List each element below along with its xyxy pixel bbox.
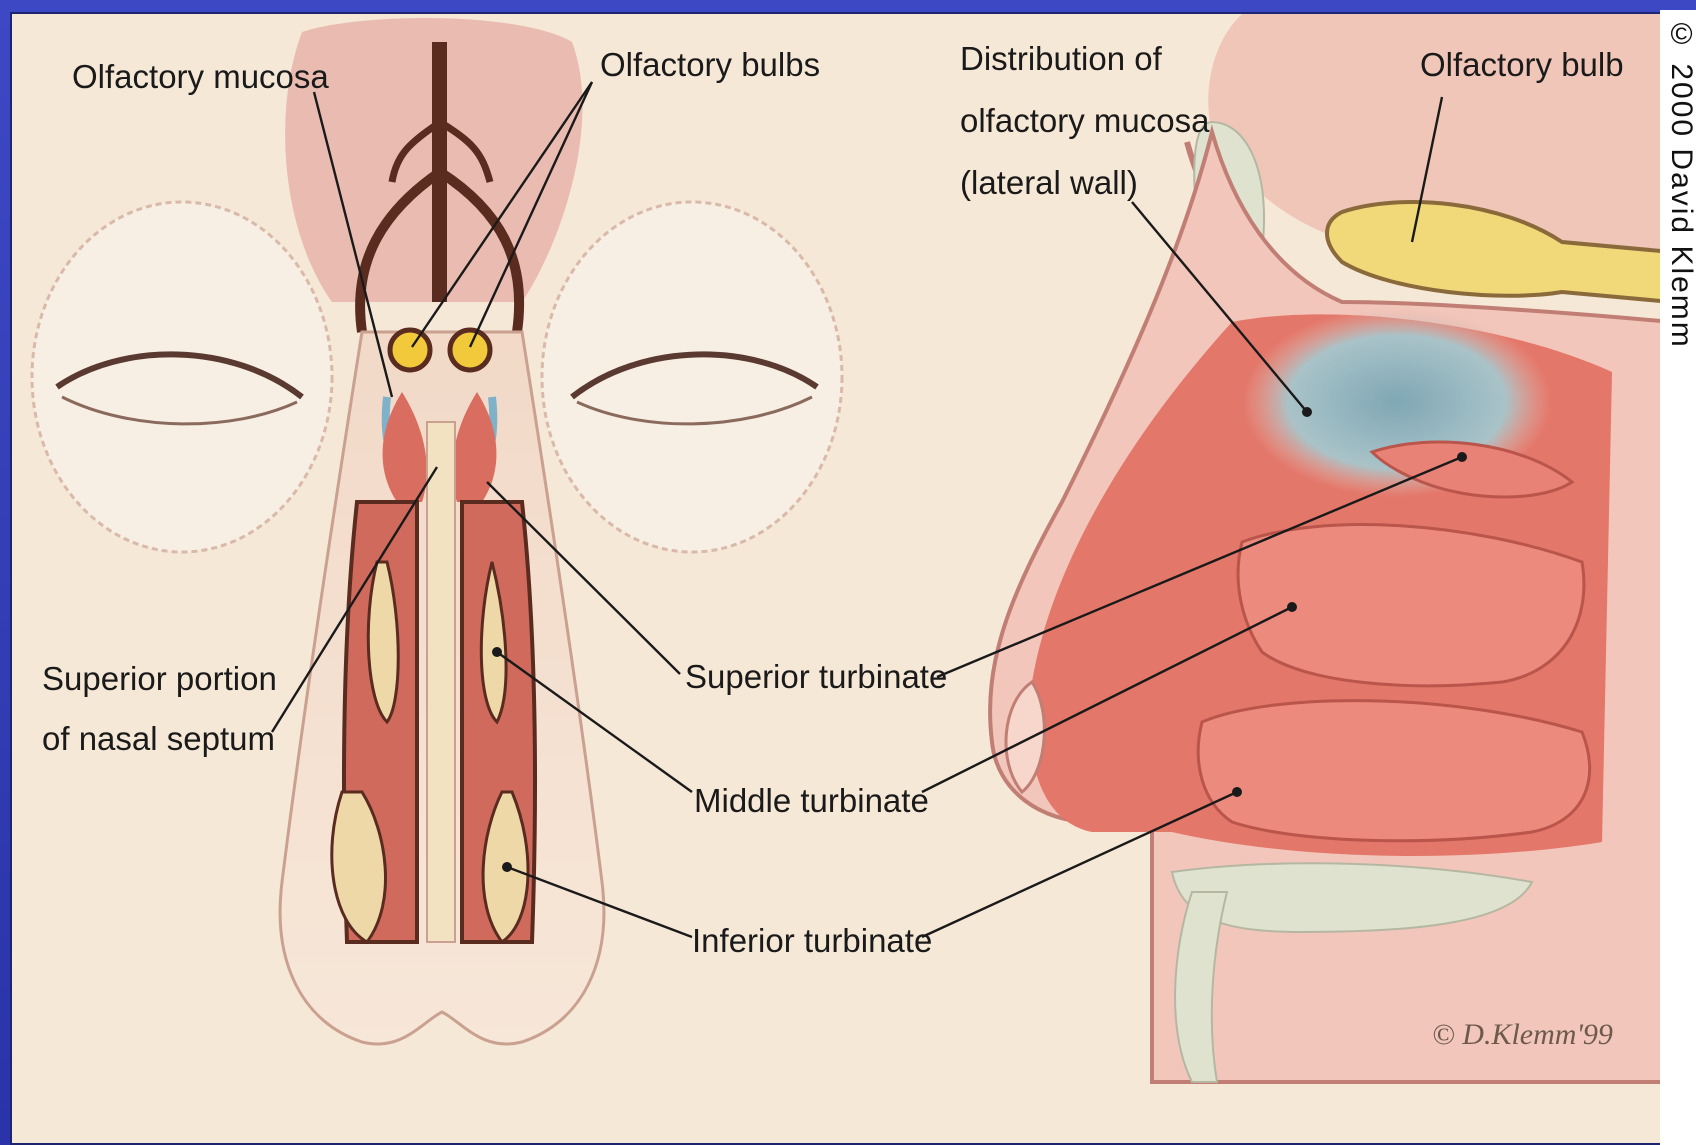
anatomy-illustration: Olfactory mucosa Olfactory bulbs Distrib… — [12, 14, 1670, 1145]
nasal-septum — [427, 422, 455, 942]
left-eye — [32, 202, 332, 552]
copyright-vertical: © 2000 David Klemm — [1664, 18, 1696, 349]
label-superior-portion-line1: Superior portion — [42, 660, 277, 697]
inferior-turbinate-shape — [1198, 701, 1589, 841]
label-distribution-line3: (lateral wall) — [960, 164, 1138, 201]
label-superior-portion-line2: of nasal septum — [42, 720, 275, 757]
artist-signature: © D.Klemm'99 — [1432, 1018, 1613, 1051]
olfactory-bulb-left — [390, 330, 430, 370]
illustration-frame: Olfactory mucosa Olfactory bulbs Distrib… — [10, 12, 1670, 1145]
label-inferior-turbinate: Inferior turbinate — [692, 922, 932, 959]
olfactory-bulb-right — [450, 330, 490, 370]
right-eye — [542, 202, 842, 552]
label-superior-turbinate: Superior turbinate — [685, 658, 947, 695]
label-middle-turbinate: Middle turbinate — [694, 782, 929, 819]
label-olfactory-mucosa: Olfactory mucosa — [72, 58, 329, 95]
frontal-face — [32, 18, 842, 1044]
label-distribution-line1: Distribution of — [960, 40, 1163, 77]
label-olfactory-bulbs: Olfactory bulbs — [600, 46, 820, 83]
label-olfactory-bulb: Olfactory bulb — [1420, 46, 1624, 83]
label-distribution-line2: olfactory mucosa — [960, 102, 1210, 139]
